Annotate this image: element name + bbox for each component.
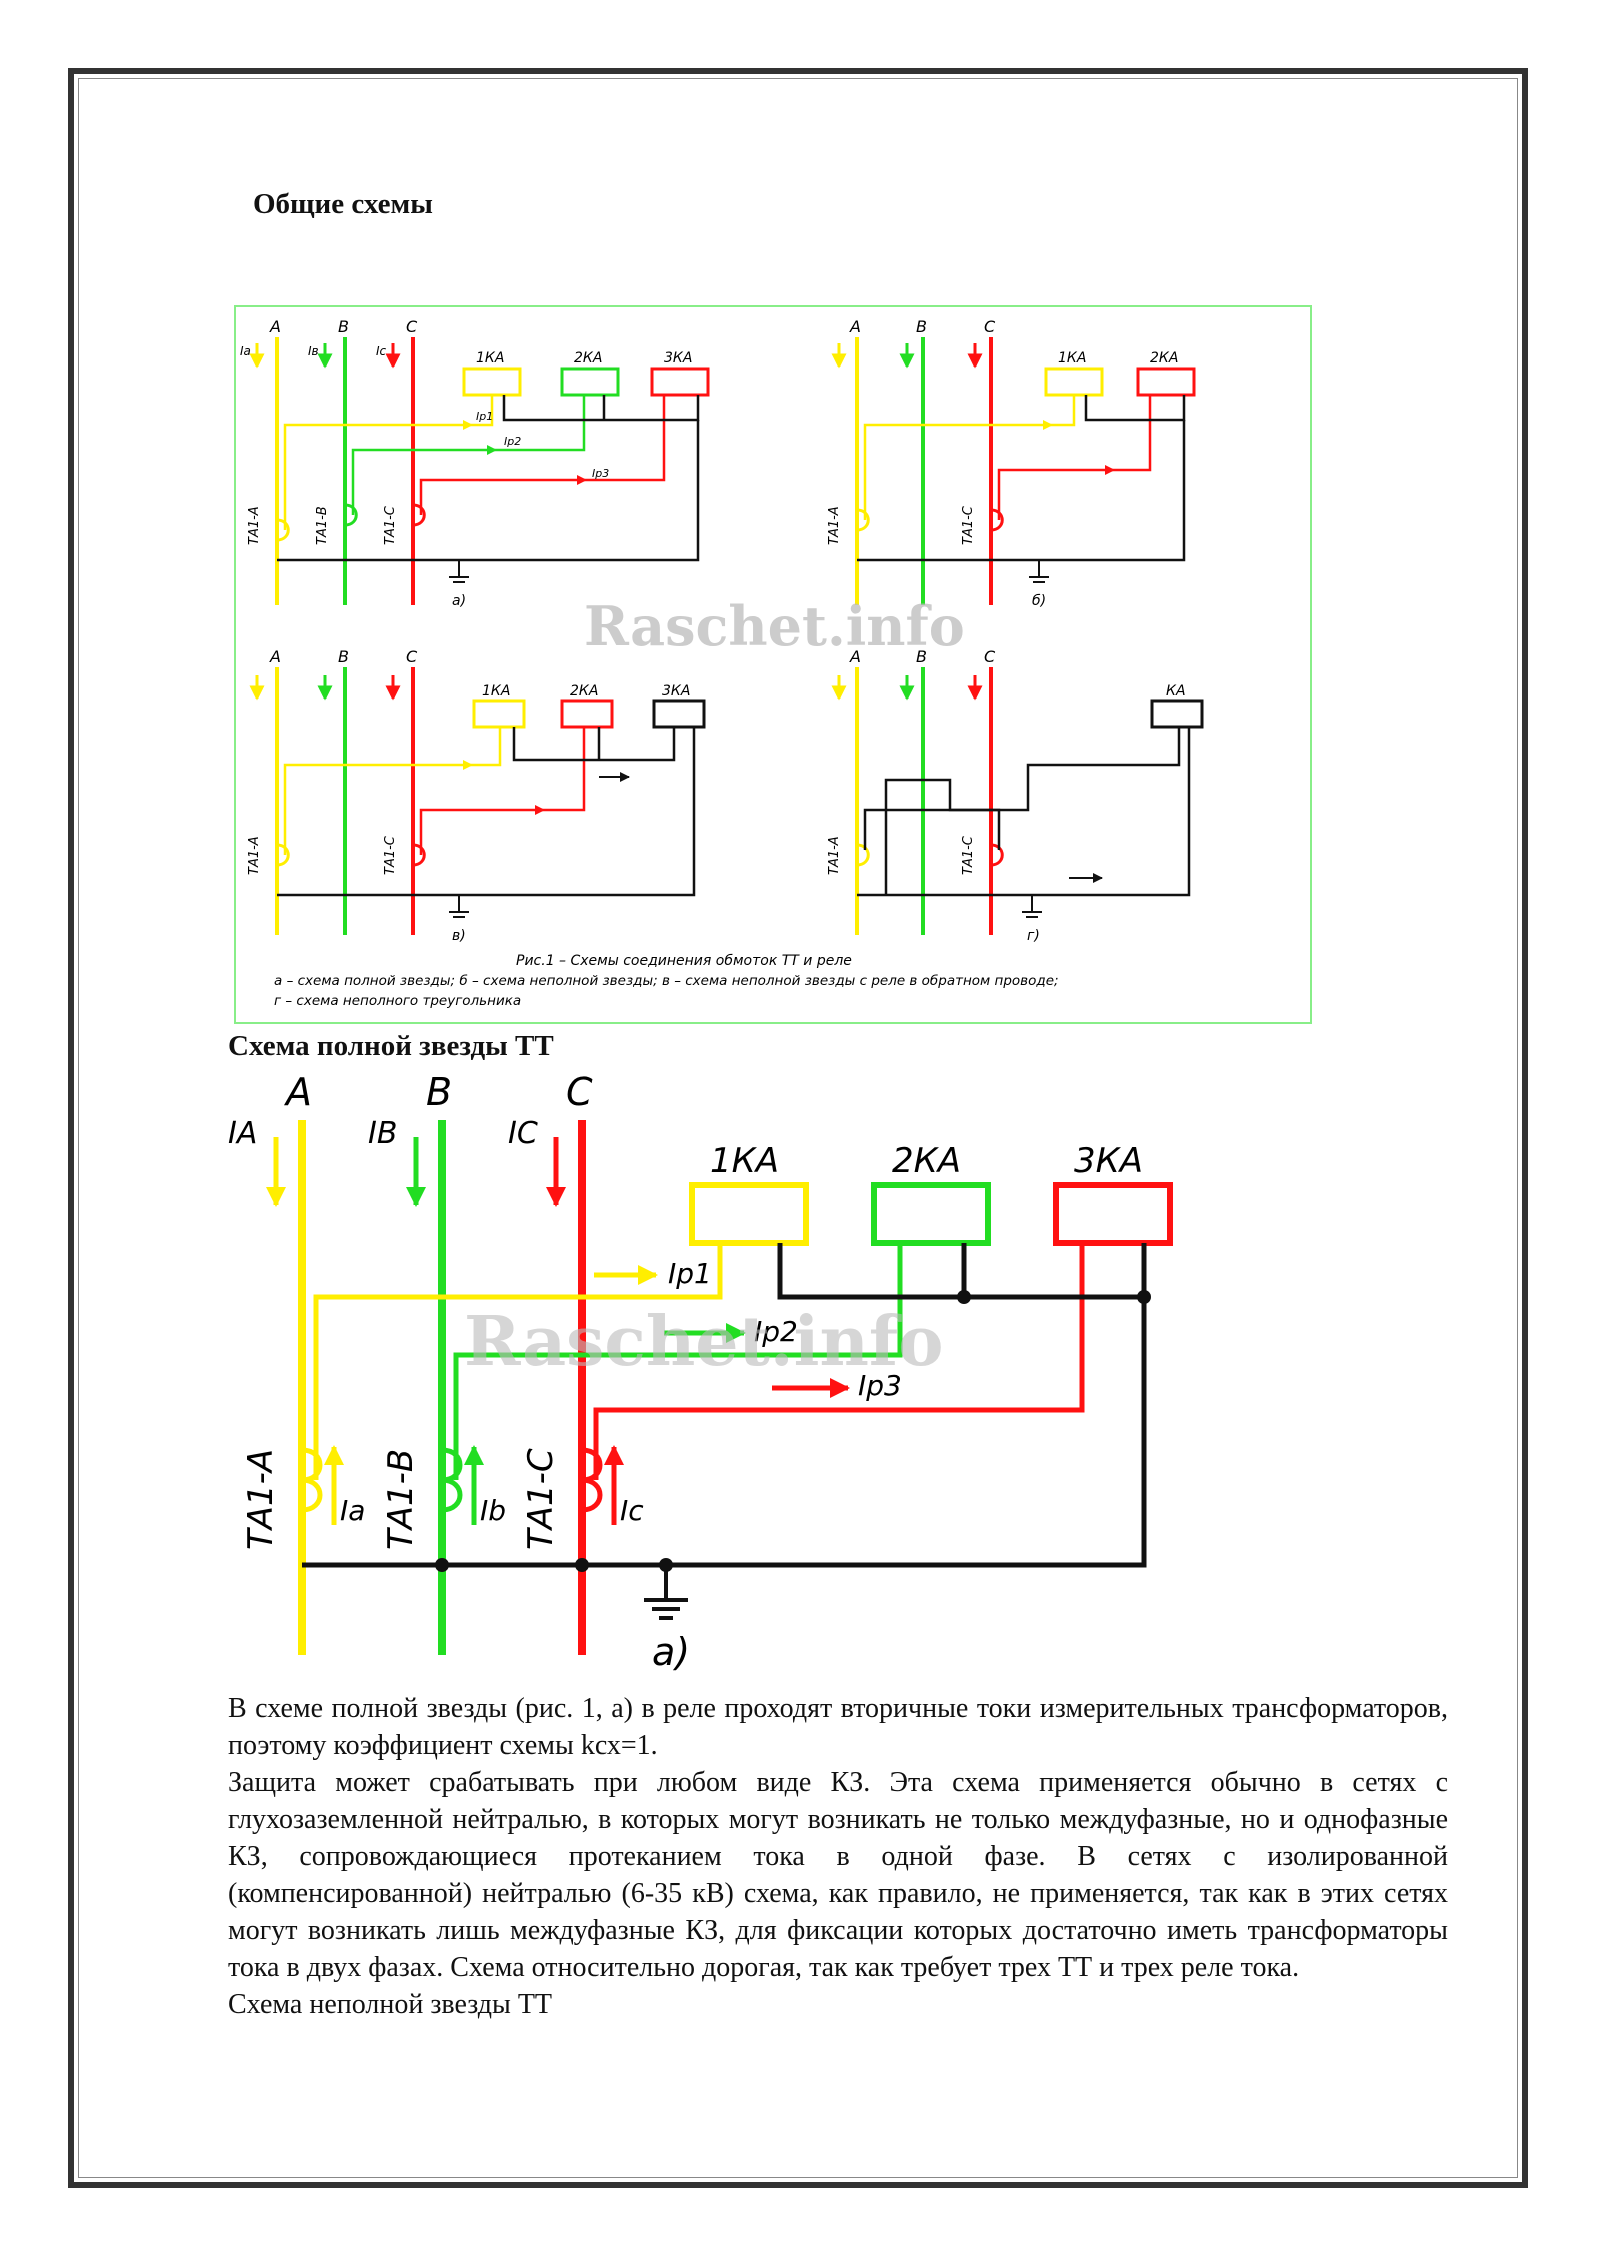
figure-1-caption-title: Рис.1 – Схемы соединения обмоток ТТ и ре… [516,953,852,969]
paragraph-1: В схеме полной звезды (рис. 1, а) в реле… [228,1693,1448,1761]
relay-2ka-label: 2КА [892,1141,961,1181]
relay-2ka [871,1182,991,1246]
panel-label-g: г) [1027,928,1040,944]
page-frame-inner [78,78,1518,2178]
ct-label-c-g: ТА1-С [961,835,976,875]
secondary-current-b: Ib [480,1494,506,1527]
secondary-current-c: Iс [620,1494,644,1527]
ground-symbol [644,1565,688,1620]
page-frame [68,68,1528,2188]
relay-3ka-v: 3КА [662,683,690,699]
relay-3ka-a: 3КА [664,350,692,366]
phase-label-a-b: A [849,317,861,336]
relay-3ka [1053,1182,1173,1246]
paragraph-3: Схема неполной звезды ТТ [228,1989,553,2020]
body-text: В схеме полной звезды (рис. 1, а) в реле… [228,1690,1448,2023]
relay-1ka-b: 1КА [1058,350,1086,366]
ct-label-c: ТА1-С [521,1448,561,1550]
panel-a: A B C Iа Iв Iс 1КА 2КА 3КА Iр1 Iр2 Iр3 Т… [240,317,710,609]
paragraph-2: Защита может срабатывать при любом виде … [228,1767,1448,1983]
figure-1-caption-line-2: г – схема неполного треугольника [274,993,521,1009]
panel-label-a: а) [652,1630,690,1674]
ct-label-a-b: ТА1-А [827,506,842,545]
relay-current-1-a: Iр1 [476,410,493,423]
watermark-figure-2: Raschet.info [464,1302,944,1382]
phase-label-c-v: C [406,647,418,666]
relay-1ka-label: 1КА [710,1141,779,1181]
relay-ka-g: КА [1166,683,1186,699]
heading-general-schemes: Общие схемы [253,188,433,220]
phase-label-a-v: A [269,647,281,666]
phase-label-c: C [566,1075,593,1114]
phase-label-b-g: B [916,647,927,666]
phase-label-c: C [406,317,418,336]
relay-current-3-a: Iр3 [592,467,609,480]
phase-label-a-g: A [849,647,861,666]
heading-full-star: Схема полной звезды ТТ [228,1030,554,1062]
relay-current-1: Iр1 [668,1257,712,1290]
relay-2ka-b: 2КА [1150,350,1178,366]
phase-label-b: B [338,317,349,336]
panel-v: A B C 1КА 2КА 3КА ТА1-А ТА1-С в) [247,647,706,944]
panel-b: A B C 1КА 2КА ТА1-А ТА1-С б) [827,317,1196,609]
relay-current-2: Iр2 [754,1315,798,1348]
relay-current-2-a: Iр2 [504,435,521,448]
figure-2-full-star-scheme: A B C IА IВ IС 1КА 2КА 3КА Iр1 Iр2 Iр3 I… [228,1075,1173,1674]
ct-label-a-g: ТА1-А [827,836,842,875]
panel-g: A B C КА ТА1-А ТА1-С г) [827,647,1204,944]
phase-label-b-v: B [338,647,349,666]
phase-current-a: Iа [240,344,251,358]
ct-label-c-v: ТА1-С [383,835,398,875]
relay-1ka-v: 1КА [482,683,510,699]
ct-label-a-v: ТА1-А [247,836,262,875]
figure-1-connection-schemes: A B C Iа Iв Iс 1КА 2КА 3КА Iр1 Iр2 Iр3 Т… [234,305,1312,1024]
panel-label-a: а) [452,593,466,609]
phase-current-b: Iв [308,344,319,358]
ct-label-c-b: ТА1-С [961,505,976,545]
relay-1ka [689,1182,809,1246]
relay-2ka-a: 2КА [574,350,602,366]
secondary-current-a: Iа [340,1494,365,1527]
ct-label-a: ТА1-А [241,1449,281,1550]
phase-current-c: Iс [376,344,387,358]
ct-label-b: ТА1-В [381,1449,421,1550]
phase-current-c: IС [508,1116,538,1151]
phase-label-a: A [269,317,281,336]
panel-label-v: в) [452,928,466,944]
phase-label-b-b: B [916,317,927,336]
phase-label-a: A [283,1075,312,1114]
relay-2ka-v: 2КА [570,683,598,699]
relay-3ka-label: 3КА [1074,1141,1143,1181]
relay-1ka-a: 1КА [476,350,504,366]
phase-current-b: IВ [368,1116,397,1151]
ct-label-b: ТА1-В [315,506,330,545]
figure-1-caption-line-1: а – схема полной звезды; б – схема непол… [274,973,1059,989]
panel-label-b: б) [1032,593,1046,609]
phase-current-a: IА [228,1116,257,1151]
phase-label-c-g: C [984,647,996,666]
phase-label-c-b: C [984,317,996,336]
relay-current-3: Iр3 [858,1369,902,1402]
ct-label-a: ТА1-А [247,506,262,545]
watermark-figure-1: Raschet.info [584,594,965,658]
ct-label-c: ТА1-С [383,505,398,545]
phase-label-b: B [426,1075,452,1114]
